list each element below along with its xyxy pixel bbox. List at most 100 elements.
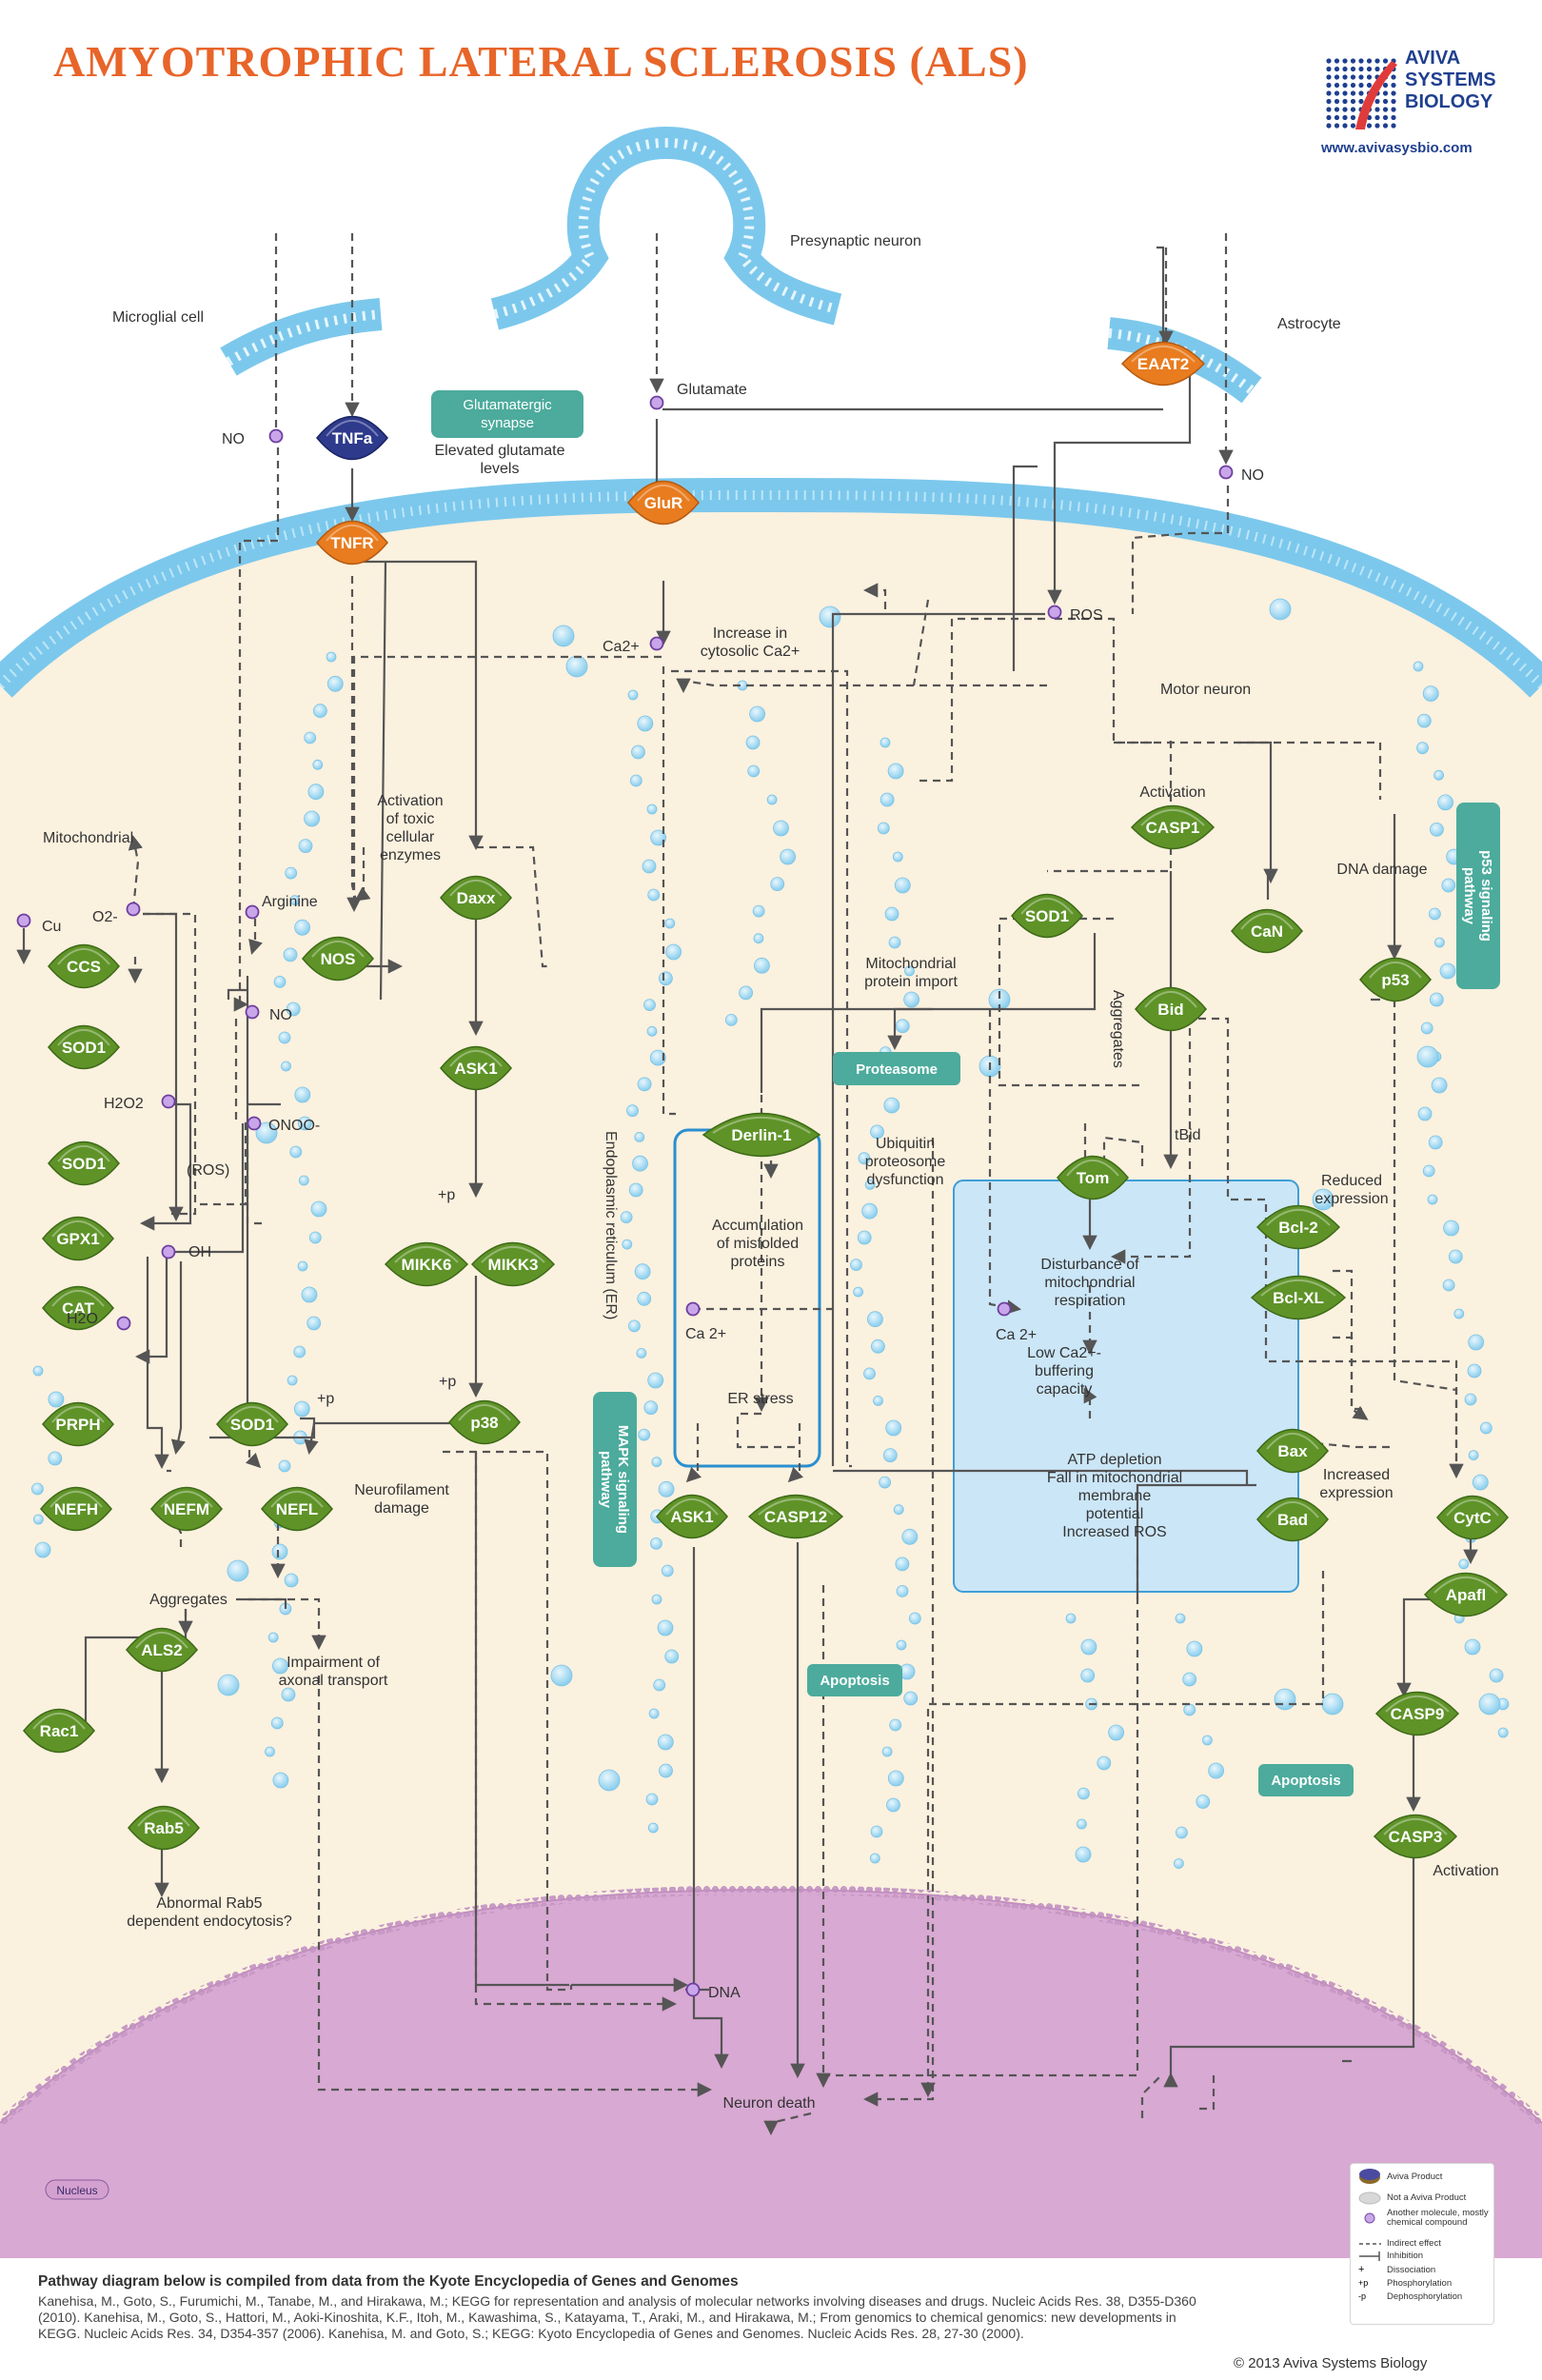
gene-label-glur: GluR [644,494,683,512]
gene-p38[interactable]: p38 [448,1399,521,1445]
gene-label-nefm: NEFM [164,1500,209,1518]
ubiquitin-line-3: dysfunction [867,1172,944,1188]
increase-ca-line-2: cytosolic Ca2+ [701,644,801,660]
molecule-dot [247,1116,262,1131]
astrocyte-label: Astrocyte [1277,316,1341,332]
increased-line-2: expression [1319,1485,1393,1501]
gene-can[interactable]: CaN [1231,908,1303,954]
gene-sod1_a[interactable]: SOD1 [48,1024,120,1070]
gene-tnfr[interactable]: TNFR [316,520,388,565]
gene-bax[interactable]: Bax [1256,1428,1329,1474]
legend-inhibition: Inhibition [1387,2251,1424,2261]
gene-casp3[interactable]: CASP3 [1373,1814,1458,1859]
gene-bad[interactable]: Bad [1256,1497,1329,1542]
ca2-mito-label: Ca 2+ [996,1327,1037,1343]
reduced-line-1: Reduced [1321,1173,1382,1189]
glutamatergic-box: Glutamatergic synapse [431,390,583,438]
legend-dephospho-symbol: -p [1358,2291,1367,2301]
gene-casp1[interactable]: CASP1 [1130,804,1216,850]
motor-neuron-label: Motor neuron [1160,682,1251,698]
gene-bcl2[interactable]: Bcl-2 [1255,1204,1341,1250]
gene-sod1_d[interactable]: SOD1 [1011,893,1083,939]
no-label-left: NO [222,431,245,447]
gene-tnfa[interactable]: TNFa [316,415,388,461]
logo-url[interactable]: www.avivasysbio.com [1321,140,1473,156]
legend-symbols [1358,2169,1381,2261]
gene-cytc[interactable]: CytC [1436,1495,1509,1540]
molecule-dot [126,902,141,917]
free-labels: Presynaptic neuron Microglial cell Astro… [42,233,1499,2112]
gene-prph[interactable]: PRPH [42,1401,114,1447]
gene-gpx1[interactable]: GPX1 [42,1216,114,1261]
molecule-dot [16,913,31,928]
logo-line-2: SYSTEMS [1405,69,1496,90]
gene-label-casp3: CASP3 [1389,1828,1443,1846]
gene-tom[interactable]: Tom [1057,1155,1129,1200]
mapk-pathway-line-1: MAPK signaling [615,1425,631,1534]
gene-label-rac1: Rac1 [40,1722,79,1740]
gene-label-ask1_a: ASK1 [454,1060,497,1078]
apoptosis-box-b[interactable]: Apoptosis [1258,1764,1354,1796]
gene-derlin1[interactable]: Derlin-1 [702,1112,821,1158]
apoptosis-box-a[interactable]: Apoptosis [807,1664,902,1696]
gene-glur[interactable]: GluR [627,480,700,526]
gene-nefl[interactable]: NEFL [261,1486,333,1532]
h2o2-label: H2O2 [104,1096,144,1112]
gene-bid[interactable]: Bid [1135,986,1207,1032]
gene-ccs[interactable]: CCS [48,943,120,989]
low-ca-line-1: Low Ca2+- [1027,1345,1101,1361]
proteasome-box[interactable]: Proteasome [833,1052,960,1085]
p53-pathway-line-1: p53 signaling [1478,850,1494,942]
gene-products: TNFaTNFRGluREAAT2CCSSOD1SOD1GPX1CATPRPHN… [23,341,1509,1859]
ca2-top-label: Ca2+ [603,639,640,655]
gene-daxx[interactable]: Daxx [440,875,512,921]
aviva-logo[interactable]: AVIVA SYSTEMS BIOLOGY www.avivasysbio.co… [1321,40,1521,164]
gene-nos[interactable]: NOS [302,936,374,982]
gene-apaf1[interactable]: Apafl [1423,1572,1509,1617]
molecules [16,395,1234,1997]
gene-eaat2[interactable]: EAAT2 [1120,341,1206,387]
no-mid-label: NO [269,1007,292,1023]
gene-casp12[interactable]: CASP12 [747,1494,844,1539]
plus-p-label-c: +p [439,1374,456,1390]
gene-p53[interactable]: p53 [1359,957,1432,1002]
gene-nefh[interactable]: NEFH [40,1486,112,1532]
gene-ask1_b[interactable]: ASK1 [656,1494,728,1539]
no-label-right: NO [1241,467,1264,484]
mapk-pathway-box[interactable]: MAPK signaling pathway [593,1392,637,1567]
gene-label-bid: Bid [1157,1001,1183,1019]
gene-casp9[interactable]: CASP9 [1374,1691,1460,1736]
gene-ask1_a[interactable]: ASK1 [440,1045,512,1091]
gene-label-derlin1: Derlin-1 [731,1126,791,1144]
gene-label-p38: p38 [470,1414,498,1432]
abnormal-rab5-line-2: dependent endocytosis? [127,1914,292,1930]
gene-label-ask1_b: ASK1 [670,1508,713,1526]
gene-nefm[interactable]: NEFM [150,1486,223,1532]
logo-dot-grid-icon [1326,58,1397,129]
gene-mikk6[interactable]: MIKK6 [384,1241,469,1287]
vesicles [31,598,1510,1869]
molecule-dot [649,636,664,651]
legend-phospho-symbol: +p [1358,2278,1369,2288]
gene-als2[interactable]: ALS2 [126,1627,198,1673]
accumulation-line-1: Accumulation [712,1218,803,1234]
onoo-label: ONOO- [268,1118,320,1134]
gene-sod1_c[interactable]: SOD1 [216,1401,288,1447]
gene-rab5[interactable]: Rab5 [128,1805,200,1851]
nucleus-badge: Nucleus [45,2179,109,2200]
molecule-dot [161,1094,176,1109]
low-ca-line-3: capacity [1037,1381,1093,1398]
presynaptic-membrane [490,126,842,330]
accumulation-line-3: proteins [731,1254,785,1270]
motor-neuron-cell [0,477,1542,2258]
gene-mikk3[interactable]: MIKK3 [470,1241,556,1287]
footer-body: Kanehisa, M., Goto, S., Furumichi, M., T… [38,2293,1196,2341]
p53-pathway-box[interactable]: p53 signaling pathway [1456,803,1500,989]
gene-bclxl[interactable]: Bcl-XL [1250,1275,1347,1320]
gene-sod1_b[interactable]: SOD1 [48,1140,120,1186]
gene-rac1[interactable]: Rac1 [23,1708,95,1754]
dna-damage-label: DNA damage [1336,862,1427,878]
gene-cat[interactable]: CAT [42,1285,114,1331]
legend-dephosphorylation: Dephosphorylation [1387,2291,1463,2302]
